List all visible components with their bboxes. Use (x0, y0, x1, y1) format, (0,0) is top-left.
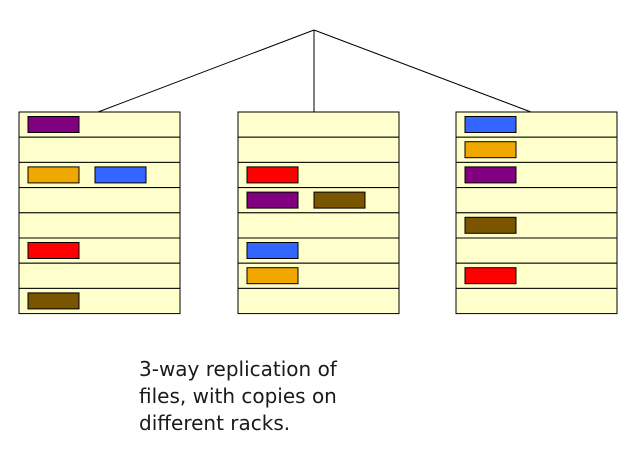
file-block-brown (27, 292, 80, 310)
rack-slot (18, 136, 181, 163)
rack-slot (455, 287, 618, 315)
rack-slot (18, 187, 181, 214)
file-block-red (27, 242, 80, 259)
file-block-blue (464, 116, 517, 133)
rack-slot (237, 212, 400, 239)
racks (18, 111, 618, 315)
connector-lines (97, 29, 532, 113)
file-block-orange (246, 267, 299, 285)
connector-line-left (97, 29, 315, 113)
rack-slot (455, 237, 618, 264)
file-block-brown (313, 191, 366, 209)
file-block-red (464, 267, 517, 285)
rack-slot (237, 111, 400, 138)
file-block-red (246, 166, 299, 184)
rack-slot (18, 262, 181, 289)
rack-2 (237, 111, 400, 315)
rack-slot (237, 136, 400, 163)
rack-1 (18, 111, 181, 315)
caption-line-1: 3-way replication of (139, 357, 337, 381)
rack-slot (455, 187, 618, 214)
connector-line-right (313, 29, 532, 113)
rack-3 (455, 111, 618, 315)
rack-slot (237, 287, 400, 315)
file-block-purple (27, 116, 80, 133)
file-block-purple (246, 191, 299, 209)
file-block-orange (27, 166, 80, 184)
file-block-blue (246, 242, 299, 259)
file-block-brown (464, 216, 517, 234)
file-block-purple (464, 166, 517, 184)
file-block-blue (94, 166, 147, 184)
caption: 3-way replication of files, with copies … (139, 356, 459, 437)
rack-slot (18, 212, 181, 239)
caption-line-3: different racks. (139, 411, 291, 435)
file-block-orange (464, 141, 517, 159)
caption-line-2: files, with copies on (139, 384, 337, 408)
